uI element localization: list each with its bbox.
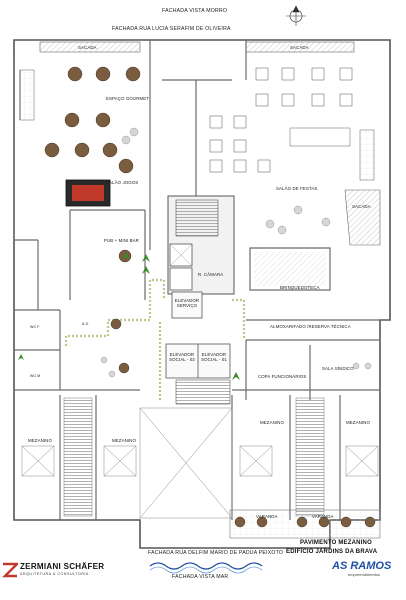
title-floor: PAVIMENTO MEZANINO [300,540,372,546]
round-tables [44,66,376,528]
developer-name: AS RAMOS [332,560,392,572]
room-almoxarifado: ALMOXARIFADO /RESERVA TÉCNICA [270,324,351,329]
room-sala-sindico: SALA SÍNDICO [322,366,354,371]
developer-logo: AS RAMOS empreendimentos [332,558,404,578]
balcony-east [344,189,381,246]
voids [21,407,379,519]
room-pub: PUB + MINI BAR [104,238,139,243]
room-mezanino-3: MEZANINO [260,420,284,425]
room-sacada-right: SACADA [290,45,309,50]
architect-mark-icon [2,562,18,578]
room-sacada-east: SACADA [352,204,371,209]
room-varanda-2: VARANDA [312,514,334,519]
facade-bottom-1: FACHADA RUA DELFIM MARIO DE PADUA PEIXOT… [148,550,284,556]
balcony-left [39,41,141,53]
room-elevador-servico: ELEVADOR SERVIÇO [174,298,200,308]
room-mezanino-4: MEZANINO [346,420,370,425]
room-mezanino-2: MEZANINO [112,438,136,443]
architect-logo: ZERMIANI SCHÄFER ARQUITETURA & CONSULTOR… [2,560,132,586]
north-arrow-icon [286,5,306,26]
room-wc-f: WC F [30,325,40,329]
room-mezanino-1: MEZANINO [28,438,52,443]
title-building: EDIFÍCIO JARDINS DA BRAVA [286,549,378,555]
room-copa: COPA FUNCIONÁRIOS [258,374,307,379]
sea-wave-icon [149,562,263,570]
facade-top-2: FACHADA RUA LUCIA SERAFIM DE OLIVEIRA [112,26,231,32]
walls [13,40,390,520]
room-elevador-02: ELEVADOR SOCIAL - 02 [169,352,195,362]
facade-top-1: FACHADA VISTA MORRO [162,8,228,14]
planters [18,252,240,380]
architect-sub: ARQUITETURA & CONSULTORIA [20,572,89,576]
room-espaco-gourmet: ESPAÇO GOURMET [106,96,150,101]
room-brinquedoteca: BRINQUEDOTECA [280,285,320,290]
room-as: A.S. [82,322,90,326]
room-varanda-1: VARANDA [256,514,278,519]
room-sacada-left: SACADA [78,45,97,50]
developer-sub: empreendimentos [348,572,381,577]
service-elevator [171,291,203,319]
facade-bottom-2: FACHADA VISTA MAR [172,574,229,580]
room-camara: R. CÂMARA [198,272,224,277]
room-elevador-01: ELEVADOR SOCIAL - 01 [201,352,227,362]
room-salao-jogos: SALÃO JOGOS [106,180,139,185]
party-tables [209,67,353,173]
room-wc-m: WC M [30,374,41,378]
room-salao-festas: SALÃO DE FESTAS [276,186,318,191]
architect-name: ZERMIANI SCHÄFER [20,562,105,571]
